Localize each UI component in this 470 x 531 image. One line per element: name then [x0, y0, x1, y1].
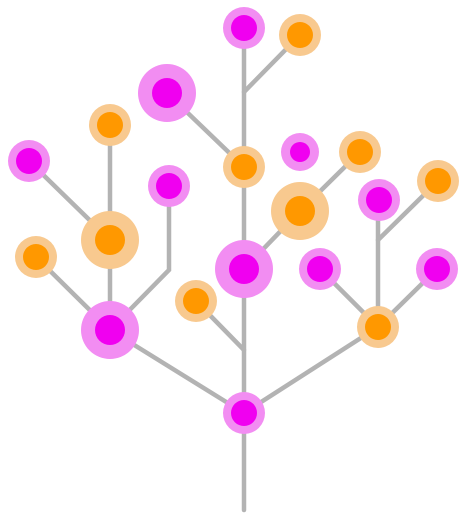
- node-top-orange: [279, 14, 321, 56]
- node-core: [156, 173, 182, 199]
- node-core: [95, 315, 125, 345]
- node-left-magenta-top: [8, 140, 50, 182]
- node-core: [425, 168, 451, 194]
- node-root: [223, 392, 265, 434]
- node-core: [16, 148, 42, 174]
- node-core: [424, 256, 450, 282]
- node-right-orange-far: [417, 160, 459, 202]
- node-right-magenta-far: [416, 248, 458, 290]
- node-core: [307, 256, 333, 282]
- tree-nodes: [8, 7, 459, 434]
- node-core: [231, 15, 257, 41]
- node-top-magenta: [223, 7, 265, 49]
- node-core: [365, 314, 391, 340]
- node-right-orange-top: [339, 131, 381, 173]
- node-core: [290, 142, 310, 162]
- node-right-magenta-low: [299, 248, 341, 290]
- node-core: [152, 78, 182, 108]
- node-right-magenta-mid: [358, 179, 400, 221]
- node-center-magenta: [215, 240, 273, 298]
- node-core: [183, 288, 209, 314]
- node-left-orange-big: [81, 211, 139, 269]
- node-core: [285, 196, 315, 226]
- node-core: [97, 112, 123, 138]
- node-center-orange-low: [175, 280, 217, 322]
- node-left-orange-low: [15, 236, 57, 278]
- node-left-orange-top: [89, 104, 131, 146]
- node-core: [229, 254, 259, 284]
- node-core: [231, 400, 257, 426]
- node-small-magenta-right: [281, 133, 319, 171]
- node-core: [231, 154, 257, 180]
- node-core: [95, 225, 125, 255]
- node-core: [23, 244, 49, 270]
- node-right-hub: [357, 306, 399, 348]
- node-trunk-orange: [223, 146, 265, 188]
- node-left-hub: [81, 301, 139, 359]
- node-upper-magenta-big: [138, 64, 196, 122]
- branch-root-to-right-hub: [241, 324, 381, 416]
- node-core: [366, 187, 392, 213]
- node-core: [287, 22, 313, 48]
- node-left-magenta-mid: [148, 165, 190, 207]
- node-core: [347, 139, 373, 165]
- node-center-orange-mid: [271, 182, 329, 240]
